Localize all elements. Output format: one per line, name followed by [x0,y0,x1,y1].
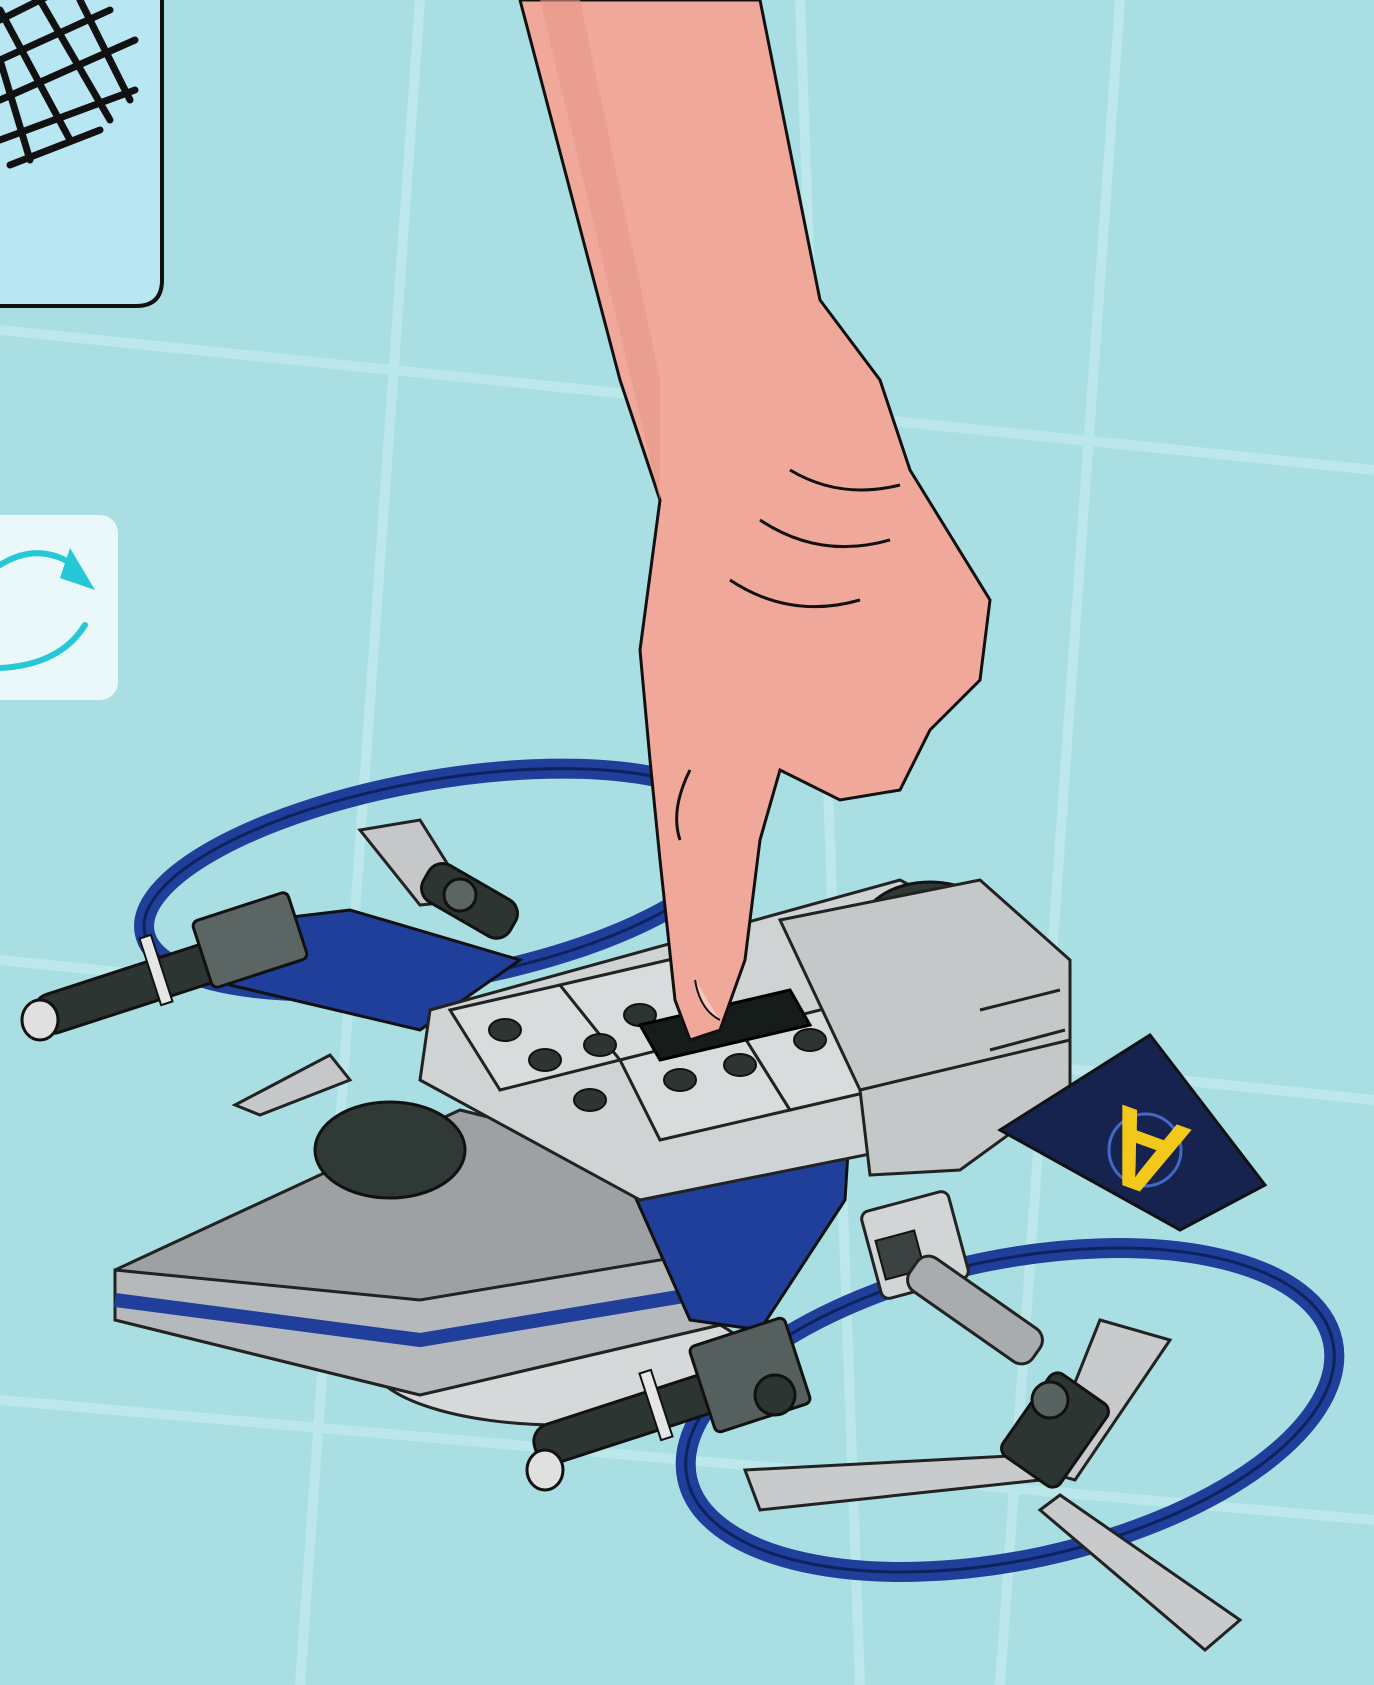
rotate-callout [0,515,118,700]
dome-left [315,1102,465,1198]
propeller-blades [745,1320,1240,1650]
inset-grid-callout [0,0,162,306]
